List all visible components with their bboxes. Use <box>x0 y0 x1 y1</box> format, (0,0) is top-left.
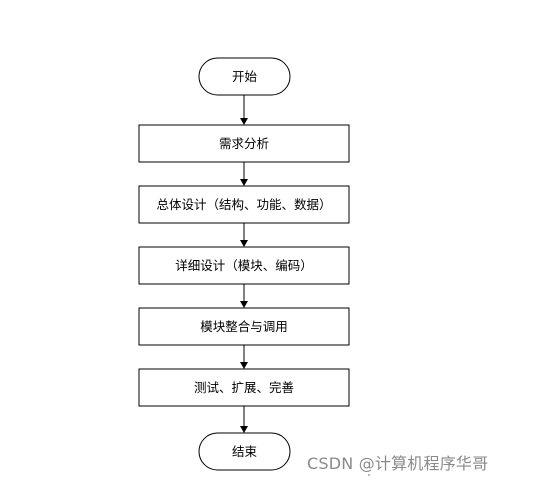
node-detailed-design: 详细设计（模块、编码） <box>138 246 350 285</box>
end-label: 结束 <box>232 444 258 459</box>
overall-design-box <box>138 185 350 224</box>
arrowhead-testing-to-end <box>240 426 248 433</box>
arrowhead-detailed-design-to-integration <box>240 301 248 308</box>
testing-label: 测试、扩展、完善 <box>194 380 294 395</box>
end-terminal-shape <box>198 432 291 471</box>
requirements-label: 需求分析 <box>219 136 269 151</box>
node-testing: 测试、扩展、完善 <box>138 368 350 407</box>
node-end: 结束 <box>198 432 291 471</box>
node-start: 开始 <box>198 57 291 96</box>
node-overall-design: 总体设计（结构、功能、数据） <box>138 185 350 224</box>
integration-label: 模块整合与调用 <box>200 319 288 334</box>
csdn-watermark: CSDN @计算机程序华哥 <box>307 454 489 473</box>
detailed-design-label: 详细设计（模块、编码） <box>175 258 313 273</box>
overall-design-label: 总体设计（结构、功能、数据） <box>156 197 331 212</box>
integration-box <box>138 307 350 346</box>
requirements-box <box>138 124 350 163</box>
node-requirements: 需求分析 <box>138 124 350 163</box>
arrowhead-overall-design-to-detailed-design <box>240 240 248 247</box>
node-integration: 模块整合与调用 <box>138 307 350 346</box>
arrowhead-requirements-to-overall-design <box>240 179 248 186</box>
arrowhead-start-to-requirements <box>240 118 248 125</box>
start-label: 开始 <box>232 69 258 84</box>
detailed-design-box <box>138 246 350 285</box>
decorative-dot <box>368 474 370 476</box>
flowchart-edges <box>240 95 248 433</box>
testing-box <box>138 368 350 407</box>
start-terminal-shape <box>198 57 291 96</box>
arrowhead-integration-to-testing <box>240 362 248 369</box>
